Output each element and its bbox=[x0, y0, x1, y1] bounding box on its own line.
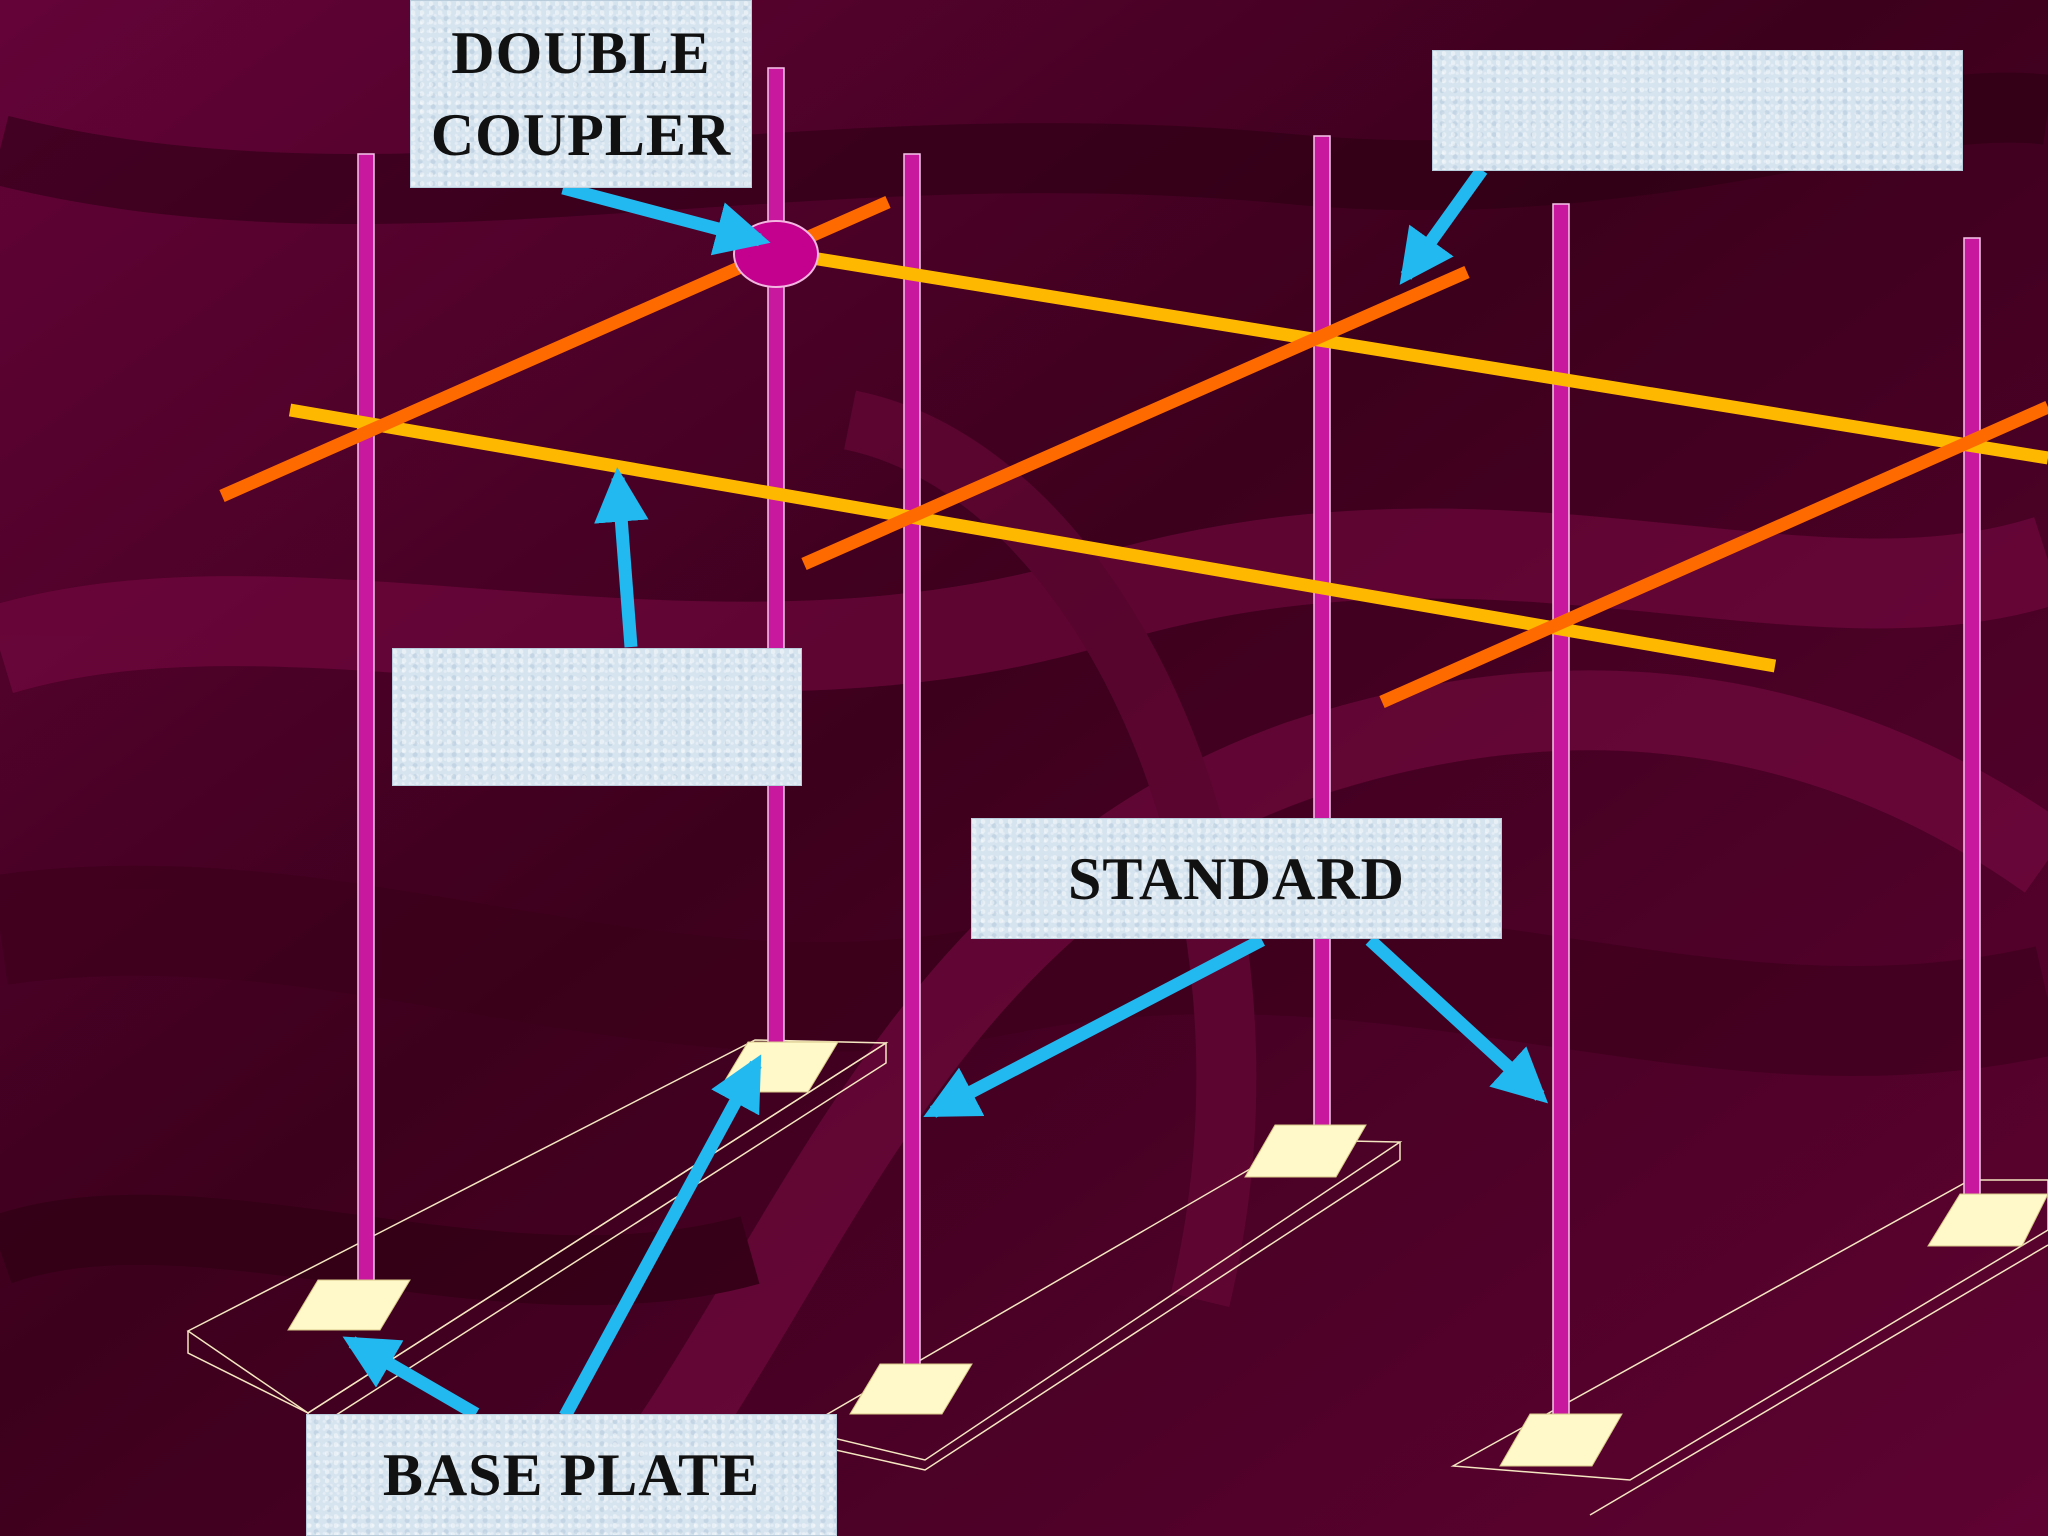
arrow-to-coupler bbox=[561, 181, 771, 256]
ledger-tube-back bbox=[810, 251, 2048, 465]
transom-tube-3 bbox=[1379, 401, 2048, 708]
arrow-to-base-plate-2 bbox=[559, 1054, 762, 1420]
base-plate-5 bbox=[1499, 1413, 1623, 1467]
base-plate-label-box: BASE PLATE bbox=[306, 1414, 837, 1536]
standard-tube-1 bbox=[357, 153, 375, 1291]
arrow-to-ledger bbox=[594, 467, 649, 648]
blank-label-box-middle-left bbox=[392, 648, 802, 786]
base-board-right bbox=[1450, 1179, 2048, 1481]
double-coupler-label-box: DOUBLE COUPLER bbox=[410, 0, 752, 188]
transom-tube-2 bbox=[801, 266, 1470, 570]
ledger-tube-front bbox=[288, 403, 1777, 673]
base-plate-1 bbox=[287, 1279, 411, 1331]
pointer-arrows bbox=[342, 166, 1549, 1420]
ledgers bbox=[288, 251, 2048, 673]
arrow-to-back-transom bbox=[1399, 166, 1488, 285]
standard-tube-2 bbox=[767, 67, 785, 1047]
arrow-to-standard-5 bbox=[1365, 935, 1549, 1104]
double-coupler-label: DOUBLE COUPLER bbox=[430, 20, 732, 168]
base-boards bbox=[186, 1039, 2048, 1516]
arrow-to-base-plate-1 bbox=[342, 1336, 480, 1420]
base-board-right-edge bbox=[1589, 1244, 2048, 1516]
base-plate-6 bbox=[1927, 1193, 2048, 1247]
standard-tube-4 bbox=[1313, 135, 1331, 1131]
blank-label-box-top-right bbox=[1432, 50, 1963, 171]
base-plate-4 bbox=[1244, 1124, 1367, 1178]
standard-label: STANDARD bbox=[1068, 845, 1405, 912]
base-plate-label: BASE PLATE bbox=[382, 1442, 761, 1508]
standard-label-box: STANDARD bbox=[971, 818, 1502, 939]
standard-tube-6 bbox=[1963, 237, 1981, 1197]
arrow-to-standard-3 bbox=[923, 934, 1266, 1118]
base-plate-3 bbox=[849, 1363, 973, 1415]
standard-tube-3 bbox=[903, 153, 921, 1368]
